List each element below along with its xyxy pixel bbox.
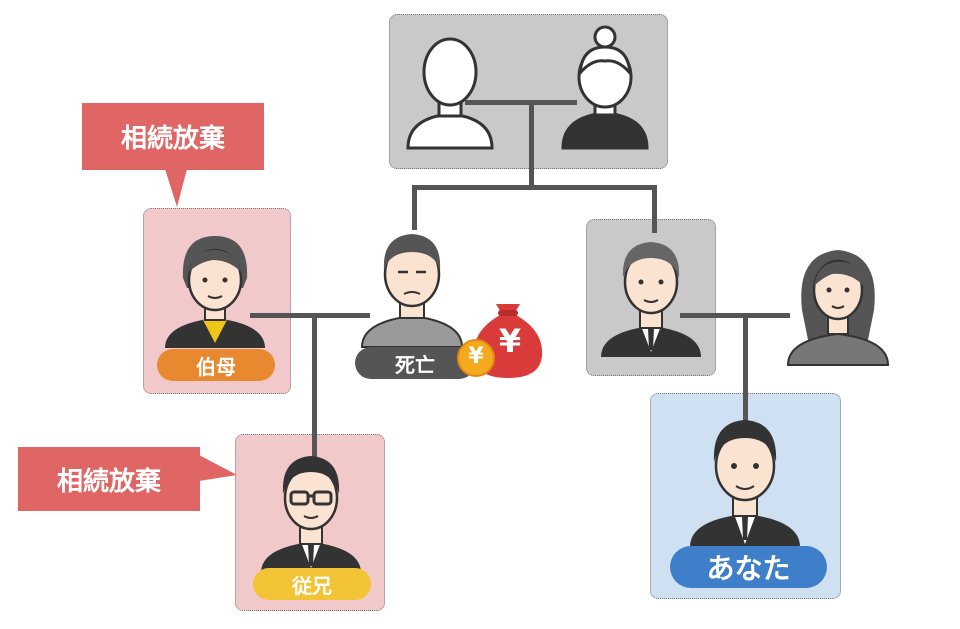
you-down-line [743,313,748,423]
grandparents-down-line [529,100,534,188]
aunt-label: 伯母 [157,349,275,381]
aunt-avatar [165,236,265,348]
father-mother-couple-line [680,313,790,318]
grandmother-avatar [561,25,649,150]
grandfather-avatar [406,37,494,150]
father-avatar [601,242,701,357]
coin-yen-symbol: ¥ [468,344,484,369]
cousin-down-line [312,313,317,461]
money-bag-yen-symbol: ¥ [498,322,522,360]
father-up-line [652,185,657,233]
deceased-label: 死亡 [355,347,475,379]
cousin-renounce-callout: 相続放棄 [18,447,200,511]
aunt-renounce-callout: 相続放棄 [82,103,264,170]
deceased-up-line [412,185,417,230]
mother-avatar [786,250,890,366]
deceased-uncle-avatar [360,234,464,348]
cousin-avatar [261,456,361,573]
aunt-deceased-couple-line [250,313,370,318]
you-label: あなた [670,546,827,588]
aunt-callout-tail [165,169,187,207]
children-horizontal-line [412,185,657,190]
you-avatar [690,420,800,547]
cousin-callout-tail [199,455,237,481]
cousin-label: 従兄 [253,568,371,600]
grandparents-couple-line [465,100,577,105]
yen-coin-icon [457,339,495,377]
